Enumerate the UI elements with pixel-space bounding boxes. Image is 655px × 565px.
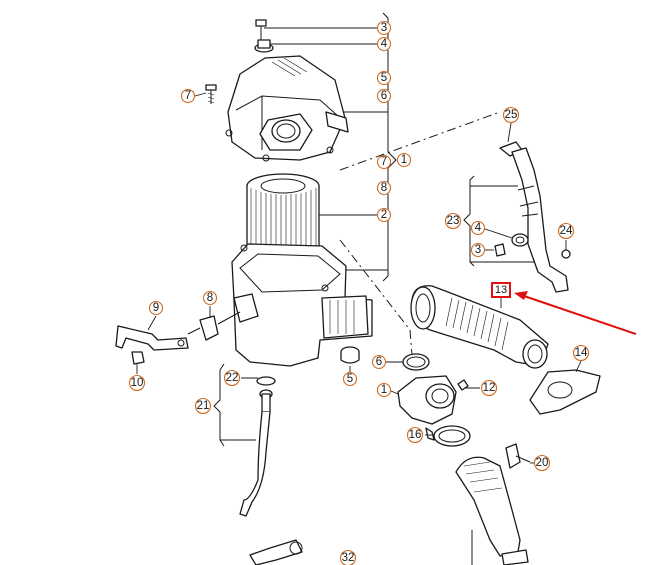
callout-label: 25 bbox=[505, 109, 518, 121]
callout-5-right[interactable]: 5 bbox=[376, 70, 392, 86]
callout-label: 3 bbox=[381, 22, 387, 34]
callout-23[interactable]: 23 bbox=[444, 212, 462, 230]
callout-label: 4 bbox=[381, 38, 388, 50]
callout-6-right[interactable]: 6 bbox=[376, 88, 392, 104]
callout-6-ring[interactable]: 6 bbox=[371, 354, 387, 370]
callout-3-pipe[interactable]: 3 bbox=[470, 242, 486, 258]
callout-4-pipe[interactable]: 4 bbox=[470, 220, 486, 236]
highlighted-callout-13[interactable]: 13 bbox=[491, 282, 511, 298]
callout-24[interactable]: 24 bbox=[557, 222, 575, 240]
callout-label: 2 bbox=[381, 209, 387, 221]
callout-10[interactable]: 10 bbox=[128, 374, 146, 392]
callout-label: 10 bbox=[131, 377, 144, 389]
callout-label: 21 bbox=[197, 400, 210, 412]
callout-label: 4 bbox=[475, 222, 482, 234]
callout-8-left[interactable]: 8 bbox=[202, 290, 218, 306]
callout-label: 5 bbox=[381, 72, 387, 84]
callout-label: 8 bbox=[381, 182, 387, 194]
exploded-drawing bbox=[115, 12, 601, 565]
callout-14[interactable]: 14 bbox=[572, 344, 590, 362]
highlight-arrow bbox=[514, 291, 637, 335]
callout-label: 6 bbox=[381, 90, 387, 102]
callout-label: 1 bbox=[381, 384, 387, 396]
callout-label: 22 bbox=[226, 372, 239, 384]
callout-label: 32 bbox=[342, 552, 355, 564]
callout-20[interactable]: 20 bbox=[533, 454, 551, 472]
callout-3-top[interactable]: 3 bbox=[376, 20, 392, 36]
callout-9[interactable]: 9 bbox=[148, 300, 164, 316]
callout-label: 13 bbox=[495, 284, 507, 296]
callout-label: 14 bbox=[575, 347, 588, 359]
callout-32[interactable]: 32 bbox=[339, 549, 357, 565]
callout-label: 1 bbox=[401, 154, 407, 166]
callout-8-right[interactable]: 8 bbox=[376, 180, 392, 196]
callout-label: 9 bbox=[153, 302, 159, 314]
callout-25[interactable]: 25 bbox=[502, 106, 520, 124]
callout-label: 23 bbox=[447, 215, 460, 227]
callout-label: 20 bbox=[536, 457, 549, 469]
callout-1-bracket[interactable]: 1 bbox=[396, 152, 412, 168]
callout-22[interactable]: 22 bbox=[223, 369, 241, 387]
callout-21[interactable]: 21 bbox=[194, 397, 212, 415]
callout-label: 24 bbox=[560, 225, 573, 237]
callout-label: 16 bbox=[409, 429, 422, 441]
callout-label: 6 bbox=[376, 356, 382, 368]
callout-label: 7 bbox=[381, 156, 387, 168]
callout-7-right[interactable]: 7 bbox=[376, 154, 392, 170]
callout-5-plug[interactable]: 5 bbox=[342, 371, 358, 387]
callout-label: 12 bbox=[483, 382, 496, 394]
callout-16[interactable]: 16 bbox=[406, 426, 424, 444]
callout-label: 3 bbox=[475, 244, 481, 256]
callout-label: 7 bbox=[185, 90, 191, 102]
callout-1-connector[interactable]: 1 bbox=[376, 382, 392, 398]
callout-7-left[interactable]: 7 bbox=[180, 88, 196, 104]
callout-label: 5 bbox=[347, 373, 353, 385]
callout-12[interactable]: 12 bbox=[480, 379, 498, 397]
callout-label: 8 bbox=[207, 292, 213, 304]
callout-4-top[interactable]: 4 bbox=[376, 36, 392, 52]
callout-2-filter[interactable]: 2 bbox=[376, 207, 392, 223]
highlight-box-frame bbox=[491, 282, 511, 298]
